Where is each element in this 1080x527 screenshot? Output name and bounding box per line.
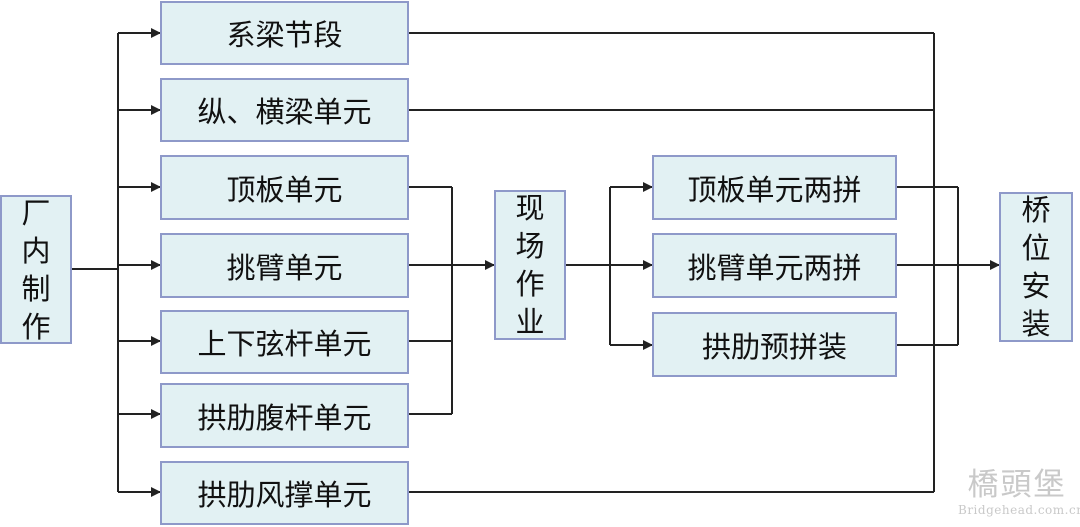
part-label: 顶板单元 <box>226 172 343 207</box>
bridge-installation-box: 桥位安装 <box>999 192 1073 342</box>
site-work-box: 现场作业 <box>494 190 566 340</box>
vertical-label-char: 桥 <box>1021 193 1051 227</box>
assembly-label: 顶板单元两拼 <box>687 172 862 207</box>
vertical-label-char: 安 <box>1021 269 1051 303</box>
part-box-top-plate-unit: 顶板单元 <box>160 155 409 220</box>
vertical-label-char: 厂 <box>21 195 51 230</box>
part-label: 挑臂单元 <box>226 250 343 285</box>
part-label: 上下弦杆单元 <box>197 327 372 361</box>
watermark-logo: 橋頭堡 <box>967 467 1067 503</box>
part-box-tie-beam-segment: 系梁节段 <box>160 1 409 65</box>
part-label: 纵、横梁单元 <box>197 95 372 129</box>
part-box-web-rod-unit: 拱肋腹杆单元 <box>160 383 409 448</box>
bridgehead-watermark: 橋頭堡 Bridgehead.com.cn <box>958 467 1080 518</box>
assembly-label: 挑臂单元两拼 <box>687 250 862 285</box>
vertical-label-char: 作 <box>21 309 51 344</box>
vertical-label-char: 现 <box>515 191 545 225</box>
watermark-url: Bridgehead.com.cn <box>958 503 1080 517</box>
assembly-box-cantilever-double: 挑臂单元两拼 <box>652 233 897 298</box>
part-label: 拱肋腹杆单元 <box>197 400 372 435</box>
part-box-wind-brace-unit: 拱肋风撑单元 <box>160 461 409 525</box>
part-box-chord-unit: 上下弦杆单元 <box>160 310 409 374</box>
assembly-box-arch-rib-preassembly: 拱肋预拼装 <box>652 312 897 377</box>
part-box-cantilever-unit: 挑臂单元 <box>160 233 409 298</box>
part-label: 拱肋风撑单元 <box>197 478 372 512</box>
part-label: 系梁节段 <box>226 18 343 52</box>
vertical-label-char: 位 <box>1021 231 1051 265</box>
vertical-label-char: 业 <box>515 305 545 339</box>
assembly-label: 拱肋预拼装 <box>701 329 847 364</box>
vertical-label-char: 场 <box>515 229 545 263</box>
factory-fabrication-box: 厂内制作 <box>0 195 72 344</box>
part-box-beam-unit: 纵、横梁单元 <box>160 78 409 142</box>
vertical-label-char: 装 <box>1021 307 1051 341</box>
vertical-label-char: 内 <box>21 233 51 268</box>
assembly-box-top-plate-double: 顶板单元两拼 <box>652 155 897 220</box>
vertical-label-char: 制 <box>21 271 51 306</box>
vertical-label-char: 作 <box>515 267 545 301</box>
